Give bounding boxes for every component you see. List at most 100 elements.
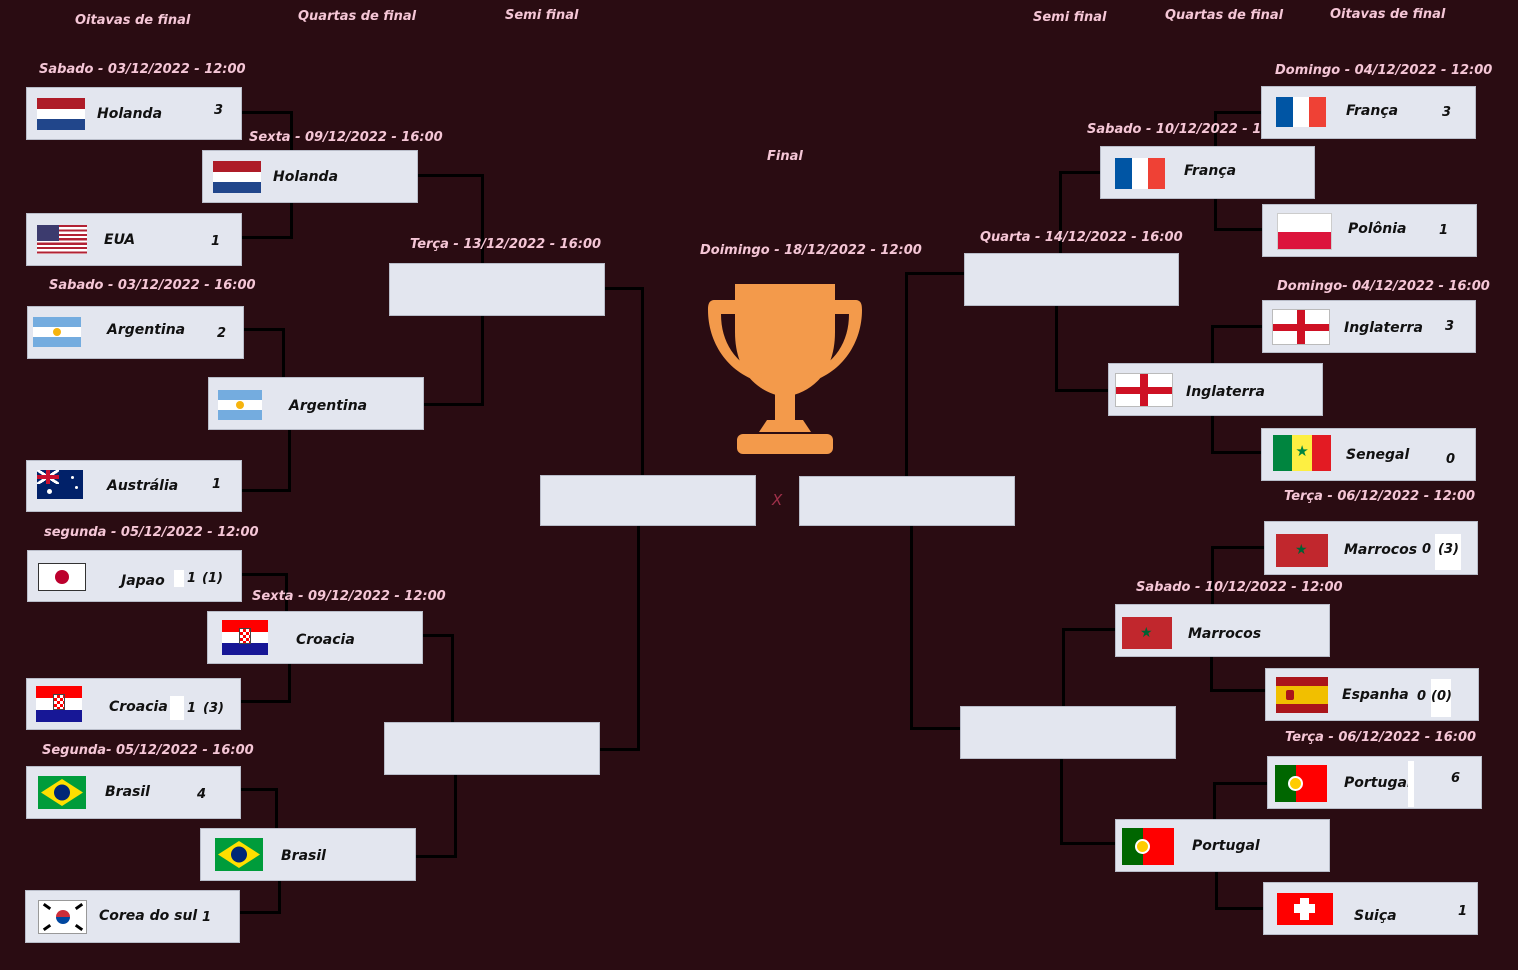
match-date: Sexta - 09/12/2022 - 12:00 [252, 589, 446, 604]
morocco-flag-icon: ★ [1122, 617, 1172, 649]
header-right-sf: Semi final [1033, 10, 1107, 25]
team-box-inglaterra[interactable]: Inglaterra 3 [1262, 300, 1476, 353]
team-name: França [1346, 103, 1399, 119]
team-box-holanda[interactable]: Holanda 3 [26, 87, 242, 140]
team-score: 0 [1422, 542, 1432, 557]
header-left-r16: Oitavas de final [75, 13, 191, 28]
netherlands-flag-icon [213, 161, 261, 193]
team-box-suica[interactable]: Suiça 1 [1263, 882, 1478, 935]
sf-box-right-top[interactable] [964, 253, 1179, 306]
team-name: Austrália [107, 478, 179, 494]
team-box-australia[interactable]: Austrália 1 [26, 460, 242, 512]
team-name: Marrocos [1344, 542, 1418, 558]
final-box-right[interactable] [799, 476, 1015, 526]
argentina-flag-icon [218, 390, 262, 420]
team-penalty: (0) [1431, 689, 1452, 704]
team-name: Brasil [105, 784, 150, 800]
qf-box-inglaterra[interactable]: Inglaterra [1108, 363, 1323, 416]
poland-flag-icon [1277, 213, 1332, 250]
sf-box-right-bottom[interactable] [960, 706, 1176, 759]
team-name: Suiça [1354, 908, 1397, 924]
header-left-qf: Quartas de final [298, 9, 417, 24]
team-score: 3 [214, 103, 224, 118]
team-score: 1 [187, 701, 197, 716]
team-score: 1 [211, 234, 221, 249]
switzerland-flag-icon [1277, 893, 1333, 925]
match-date: Sexta - 09/12/2022 - 16:00 [249, 130, 443, 145]
team-name: Inglaterra [1186, 384, 1265, 400]
team-name: Senegal [1346, 447, 1410, 463]
team-box-eua[interactable]: EUA 1 [26, 213, 242, 266]
team-name: Argentina [107, 322, 186, 338]
team-score: 1 [212, 477, 222, 492]
team-box-corea[interactable]: Corea do sul 1 [25, 890, 240, 943]
team-name: Holanda [273, 169, 339, 185]
team-box-polonia[interactable]: Polônia 1 [1262, 204, 1477, 257]
team-penalty: (1) [202, 571, 223, 586]
team-box-croacia[interactable]: Croacia 1 (3) [26, 678, 241, 730]
header-right-r16: Oitavas de final [1330, 7, 1446, 22]
team-box-brasil[interactable]: Brasil 4 [26, 766, 241, 819]
team-name: Marrocos [1188, 626, 1262, 642]
team-score: 1 [202, 910, 212, 925]
england-flag-icon [1115, 373, 1173, 407]
team-score: 0 [1446, 452, 1456, 467]
match-date: Doimingo - 18/12/2022 - 12:00 [700, 243, 922, 258]
france-flag-icon [1276, 97, 1326, 127]
england-flag-icon [1272, 309, 1330, 345]
team-name: Japao [121, 573, 165, 589]
header-left-sf: Semi final [505, 8, 579, 23]
team-score: 3 [1442, 105, 1452, 120]
match-date: Sabado - 10/12/2022 - 16:00 [1087, 122, 1294, 137]
team-name: Corea do sul [99, 908, 198, 924]
team-score: 0 [1417, 689, 1427, 704]
qf-box-portugal[interactable]: Portugal [1115, 819, 1330, 872]
sf-box-left-bottom[interactable] [384, 722, 600, 775]
sf-box-left-top[interactable] [389, 263, 605, 316]
team-box-senegal[interactable]: ★ Senegal 0 [1261, 428, 1476, 481]
match-date: Domingo - 04/12/2022 - 12:00 [1275, 63, 1493, 78]
croatia-flag-icon [36, 686, 82, 722]
team-name: Polônia [1348, 221, 1407, 237]
qf-box-franca[interactable]: França [1100, 146, 1315, 199]
team-name: Argentina [289, 398, 368, 414]
france-flag-icon [1115, 158, 1165, 189]
final-box-left[interactable] [540, 475, 756, 526]
match-date: segunda - 05/12/2022 - 12:00 [44, 525, 259, 540]
usa-flag-icon [37, 225, 87, 254]
qf-box-marrocos[interactable]: ★ Marrocos [1115, 604, 1330, 657]
team-name: França [1184, 163, 1237, 179]
match-date: Segunda- 05/12/2022 - 16:00 [42, 743, 254, 758]
team-box-japao[interactable]: Japao 1 (1) [27, 550, 242, 602]
qf-box-argentina[interactable]: Argentina [208, 377, 424, 430]
final-separator: X [772, 491, 783, 509]
team-name: Brasil [281, 848, 326, 864]
portugal-flag-icon [1275, 765, 1327, 802]
qf-box-holanda[interactable]: Holanda [202, 150, 418, 203]
team-name: Portugal [1192, 838, 1260, 854]
qf-box-croacia[interactable]: Croacia [207, 611, 423, 664]
team-penalty: (3) [203, 701, 224, 716]
team-score: 3 [1445, 319, 1455, 334]
team-name: Holanda [97, 106, 163, 122]
team-score: 4 [197, 787, 207, 802]
team-score: 1 [187, 571, 197, 586]
match-date: Sabado - 10/12/2022 - 12:00 [1136, 580, 1343, 595]
team-box-marrocos[interactable]: ★ Marrocos 0 (3) [1264, 521, 1478, 575]
team-box-espanha[interactable]: Espanha 0 (0) [1265, 668, 1479, 721]
brazil-flag-icon [38, 776, 86, 809]
qf-box-brasil[interactable]: Brasil [200, 828, 416, 881]
team-box-argentina[interactable]: Argentina 2 [27, 306, 244, 359]
team-name: Croacia [109, 699, 168, 715]
australia-flag-icon [37, 470, 83, 499]
brazil-flag-icon [215, 838, 263, 871]
team-score: 6 [1451, 771, 1461, 786]
team-box-portugal[interactable]: Portugal 6 [1267, 756, 1482, 809]
team-score: 1 [1458, 904, 1468, 919]
south-korea-flag-icon [38, 900, 87, 934]
team-score: 1 [1439, 223, 1449, 238]
team-box-franca[interactable]: França 3 [1261, 86, 1476, 139]
team-penalty: (3) [1438, 542, 1459, 557]
match-date: Quarta - 14/12/2022 - 16:00 [980, 230, 1183, 245]
match-date: Terça - 13/12/2022 - 16:00 [410, 237, 602, 252]
